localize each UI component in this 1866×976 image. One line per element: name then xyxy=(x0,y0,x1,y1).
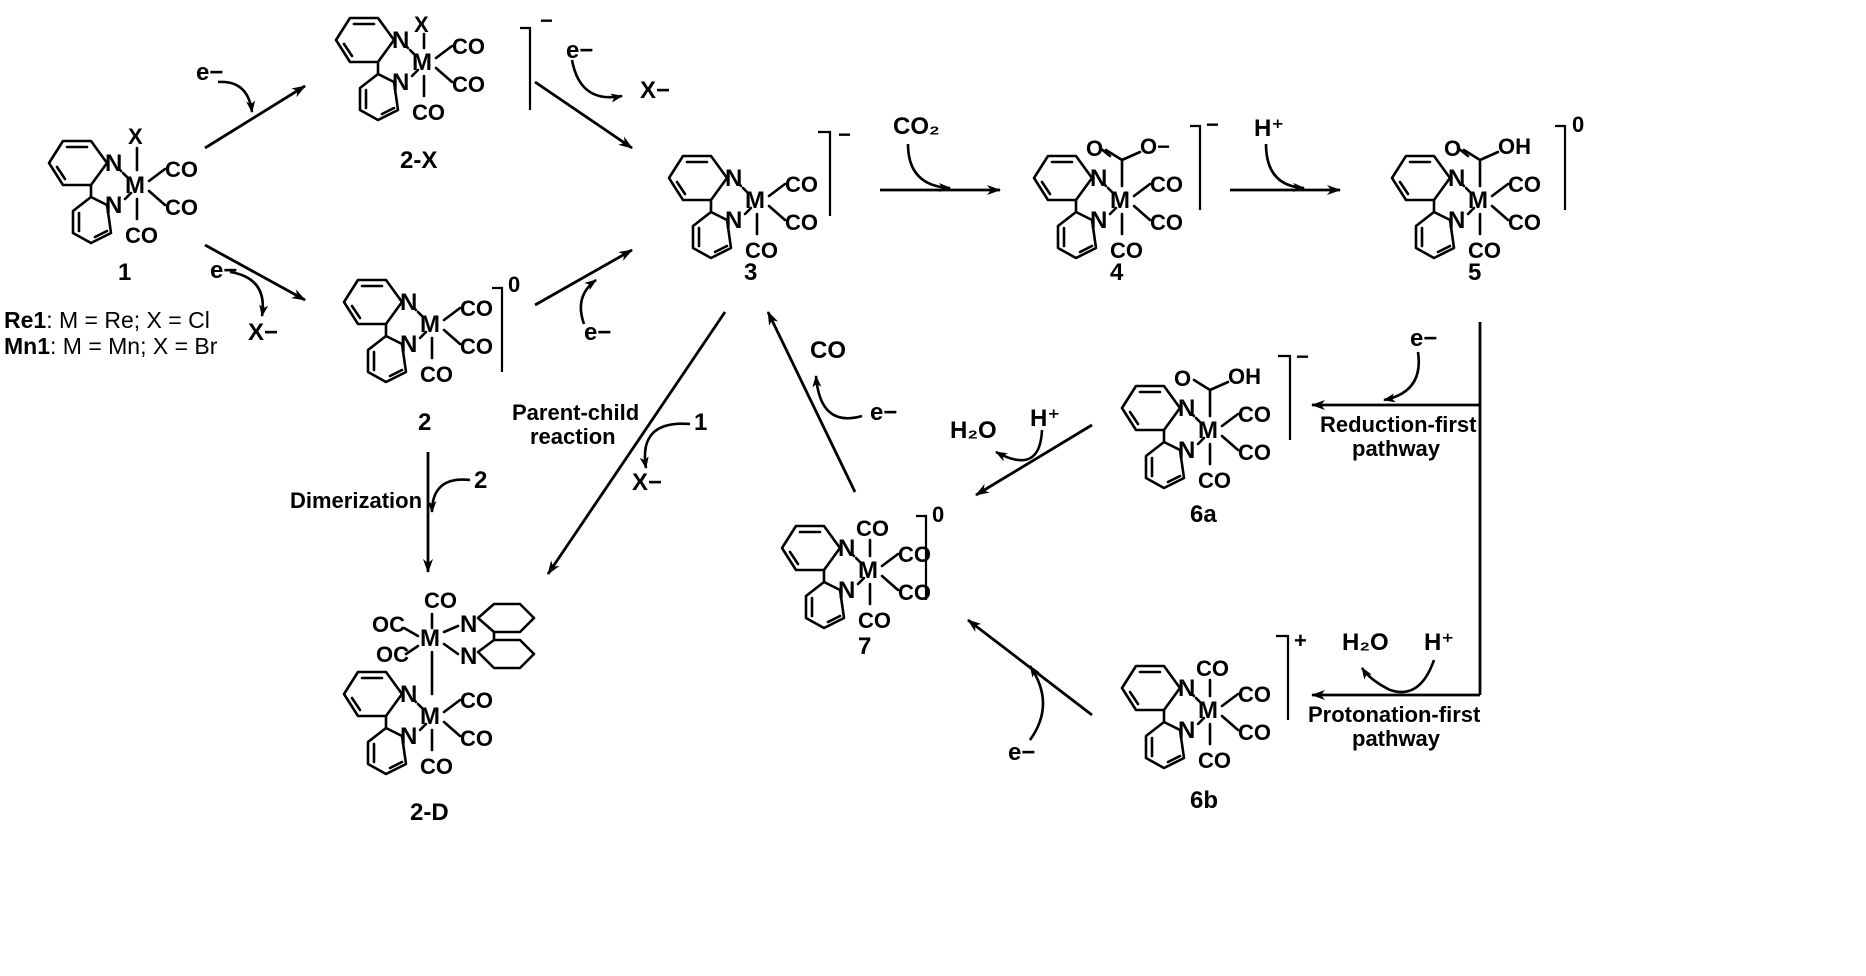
arrow-3-to-4: CO₂ xyxy=(880,113,1001,195)
compound-6a: O OH − 6a xyxy=(1120,344,1309,528)
svg-text:M: M xyxy=(420,625,440,652)
svg-text:O: O xyxy=(1174,366,1191,391)
charge-6a: − xyxy=(1296,344,1309,369)
svg-text:H₂O: H₂O xyxy=(1342,629,1389,656)
svg-text:Mn1: M = Mn; X = Br: Mn1: M = Mn; X = Br xyxy=(4,333,218,359)
svg-text:CO: CO xyxy=(1196,656,1229,681)
charge-5: 0 xyxy=(1572,112,1584,137)
arrow-6b-to-7: e− xyxy=(967,618,1093,766)
label-4: 4 xyxy=(1110,259,1124,286)
protonation-label-2: pathway xyxy=(1352,726,1441,751)
charge-4: − xyxy=(1206,112,1219,137)
charge-6b: + xyxy=(1294,628,1307,653)
arrow-3-to-2d: 1 X− Parent-child reaction xyxy=(512,311,727,575)
arrow-5-branch: e− Reduction-first pathway H₂O H⁺ Proton… xyxy=(1308,322,1482,751)
svg-text:OH: OH xyxy=(1228,364,1261,389)
svg-text:CO₂: CO₂ xyxy=(893,113,940,140)
svg-text:e−: e− xyxy=(584,319,611,346)
svg-text:CO: CO xyxy=(856,516,889,541)
svg-text:CO: CO xyxy=(424,588,457,613)
label-2x: 2-X xyxy=(400,147,437,174)
svg-text:e−: e− xyxy=(1410,325,1437,352)
legend-re1: Re1 xyxy=(4,307,46,333)
svg-text:e−: e− xyxy=(196,59,223,86)
label-3: 3 xyxy=(744,259,757,286)
arrow-2-to-3: e− xyxy=(534,248,633,346)
reduction-label-2: pathway xyxy=(1352,436,1441,461)
svg-text:X−: X− xyxy=(632,469,662,496)
compound-4: O O− − 4 xyxy=(1032,112,1219,286)
svg-text:e−: e− xyxy=(210,257,237,284)
arrow-1-to-2: e− X− xyxy=(204,243,306,346)
svg-text:e−: e− xyxy=(566,37,593,64)
charge-3: − xyxy=(838,122,851,147)
parent-child-label-1: Parent-child xyxy=(512,400,639,425)
legend-mn1-text: : M = Mn; X = Br xyxy=(50,333,218,359)
charge-7: 0 xyxy=(932,502,944,527)
svg-text:H⁺: H⁺ xyxy=(1254,115,1284,142)
arrow-2-to-2d: 2 Dimerization xyxy=(290,452,487,573)
label-6b: 6b xyxy=(1190,787,1218,814)
label-1: 1 xyxy=(118,259,131,286)
svg-text:N: N xyxy=(460,643,477,670)
svg-text:e−: e− xyxy=(870,399,897,426)
legend: Re1: M = Re; X = Cl Mn1: M = Mn; X = Br xyxy=(4,307,218,359)
dimerization-label: Dimerization xyxy=(290,488,422,513)
compound-5: O OH 0 5 xyxy=(1390,112,1584,286)
svg-text:X: X xyxy=(128,124,143,149)
arrow-4-to-5: H⁺ xyxy=(1230,115,1341,195)
legend-re1-text: : M = Re; X = Cl xyxy=(46,307,210,333)
label-7: 7 xyxy=(858,633,871,660)
svg-text:X−: X− xyxy=(640,77,670,104)
svg-text:N: N xyxy=(460,611,477,638)
svg-text:X: X xyxy=(414,12,429,37)
svg-text:CO: CO xyxy=(810,337,846,364)
label-5: 5 xyxy=(1468,259,1481,286)
svg-text:1: 1 xyxy=(694,409,707,436)
label-2d: 2-D xyxy=(410,799,449,826)
svg-text:H⁺: H⁺ xyxy=(1030,405,1060,432)
compound-2: 0 2 xyxy=(342,272,520,436)
svg-text:OC: OC xyxy=(372,612,405,637)
reduction-label-1: Reduction-first xyxy=(1320,412,1477,437)
compound-2d: M CO OC OC N N 2-D xyxy=(342,588,536,826)
legend-mn1: Mn1 xyxy=(4,333,50,359)
compound-2x: X − 2-X xyxy=(334,8,553,174)
label-6a: 6a xyxy=(1190,501,1217,528)
arrow-6a-to-7: H⁺ H₂O xyxy=(950,405,1093,497)
parent-child-label-2: reaction xyxy=(530,424,616,449)
charge-2: 0 xyxy=(508,272,520,297)
svg-text:O−: O− xyxy=(1140,134,1170,159)
compound-3: − 3 xyxy=(667,122,851,286)
svg-text:OH: OH xyxy=(1498,134,1531,159)
svg-text:H₂O: H₂O xyxy=(950,417,997,444)
charge-2x: − xyxy=(540,8,553,33)
svg-text:H⁺: H⁺ xyxy=(1424,629,1454,656)
protonation-label-1: Protonation-first xyxy=(1308,702,1481,727)
compound-1: X 1 xyxy=(47,124,200,286)
arrow-7-to-3: e− CO xyxy=(766,311,897,493)
svg-text:OC: OC xyxy=(376,642,409,667)
arrow-2x-to-3: e− X− xyxy=(534,37,670,150)
svg-text:Re1: M = Re; X = Cl: Re1: M = Re; X = Cl xyxy=(4,307,210,333)
svg-text:O: O xyxy=(1444,136,1461,161)
svg-text:e−: e− xyxy=(1008,739,1035,766)
arrow-1-to-2x: e− xyxy=(196,59,306,150)
svg-text:X−: X− xyxy=(248,319,278,346)
compound-6b: CO + 6b xyxy=(1120,628,1307,814)
svg-text:O: O xyxy=(1086,136,1103,161)
compound-7: CO 0 7 xyxy=(780,502,944,660)
svg-text:2: 2 xyxy=(474,467,487,494)
label-2: 2 xyxy=(418,409,431,436)
